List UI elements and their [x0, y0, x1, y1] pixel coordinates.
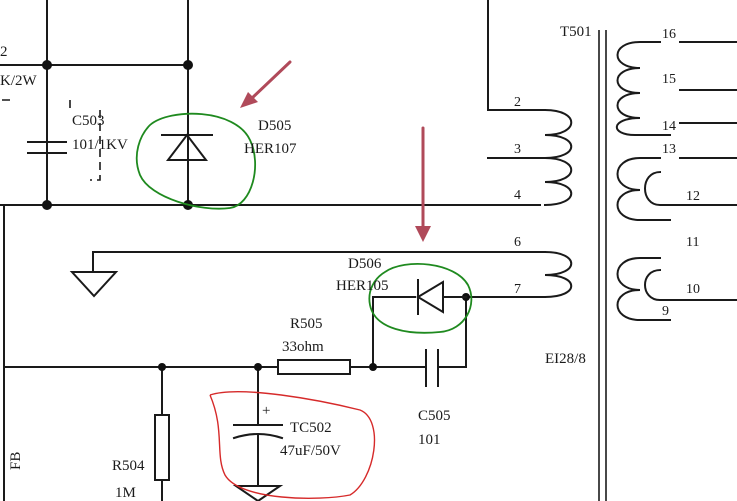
pin-6: 6 — [514, 235, 521, 250]
label-d505-value: HER107 — [244, 141, 297, 157]
c503-capacitor-symbol — [0, 99, 101, 181]
pin-7: 7 — [514, 282, 521, 297]
red-arrow-d506 — [415, 126, 431, 242]
green-circle-d506 — [368, 263, 473, 334]
label-c503-value: 101/1KV — [72, 137, 128, 153]
label-d505-name: D505 — [258, 118, 291, 134]
label-plus: + — [262, 403, 270, 419]
label-fb: FB — [8, 452, 24, 470]
pin-12: 12 — [686, 189, 700, 204]
pin-16: 16 — [662, 27, 676, 42]
pin-3: 3 — [514, 142, 521, 157]
label-core: EI28/8 — [545, 351, 586, 367]
label-c503-name: C503 — [72, 113, 105, 129]
red-arrow-d505 — [240, 60, 292, 108]
wires — [0, 0, 607, 501]
label-top-left-1: 2 — [0, 44, 8, 60]
pin-10: 10 — [686, 282, 700, 297]
pin-15: 15 — [662, 72, 676, 87]
c505-capacitor-symbol — [425, 349, 439, 387]
label-tc502-name: TC502 — [290, 420, 332, 436]
transformer-secondary-windings — [615, 41, 737, 321]
pin-11: 11 — [686, 235, 699, 250]
label-r504-name: R504 — [112, 458, 145, 474]
label-tc502-value: 47uF/50V — [280, 443, 341, 459]
transformer-primary-winding — [543, 108, 573, 299]
label-r505-value: 33ohm — [282, 339, 324, 355]
pin-labels: 2 3 4 6 7 16 15 14 13 12 11 10 9 — [514, 27, 700, 319]
label-c505-name: C505 — [418, 408, 451, 424]
ground-symbol-2 — [232, 485, 284, 501]
label-d506-value: HER105 — [336, 278, 389, 294]
pin-9: 9 — [662, 304, 669, 319]
d506-diode-symbol — [416, 279, 467, 315]
label-d506-name: D506 — [348, 256, 382, 272]
label-c505-value: 101 — [418, 432, 441, 448]
component-labels: 2 K/2W C503 101/1KV D505 HER107 T501 EI2… — [0, 24, 592, 501]
label-r504-value: 1M — [115, 485, 136, 501]
pin-4: 4 — [514, 188, 521, 203]
tc502-capacitor-symbol — [232, 424, 284, 440]
r505-resistor-symbol — [277, 359, 351, 375]
label-r505-name: R505 — [290, 316, 323, 332]
label-t501-name: T501 — [560, 24, 592, 40]
junction-dots — [42, 60, 470, 371]
label-top-left-2: K/2W — [0, 73, 38, 89]
r504-resistor-symbol — [154, 414, 170, 481]
ground-symbol-1 — [69, 271, 119, 298]
pin-14: 14 — [662, 119, 676, 134]
green-circle-d505 — [135, 112, 257, 210]
red-circle-tc502 — [209, 391, 376, 499]
d505-diode-symbol — [161, 133, 213, 161]
pin-2: 2 — [514, 95, 521, 110]
pin-13: 13 — [662, 142, 676, 157]
